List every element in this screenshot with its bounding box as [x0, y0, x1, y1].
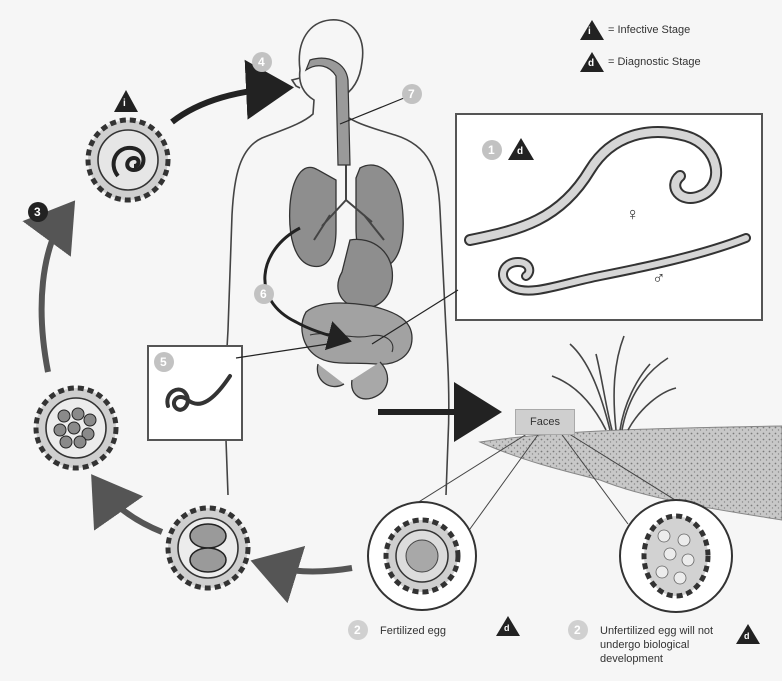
diagnostic-letter-fertilized: d — [504, 623, 510, 633]
diagnostic-letter-unfertilized: d — [744, 631, 750, 641]
legend-diagnostic-symbol: d — [588, 58, 594, 69]
infective-triangle-letter: i — [123, 98, 126, 109]
female-symbol: ♀ — [626, 204, 640, 225]
arrow-cycle-bottom — [262, 564, 352, 571]
diagnostic-letter-worms: d — [517, 146, 523, 157]
legend-diagnostic-label: = Diagnostic Stage — [608, 56, 701, 68]
fertilized-egg-caption: Fertilized egg — [380, 624, 492, 638]
fertilized-egg — [368, 502, 476, 610]
two-cell-egg — [168, 508, 248, 588]
embryonated-egg-infective — [88, 120, 168, 200]
arrow-cycle-left-up — [42, 210, 68, 372]
step3-number: 3 — [34, 205, 41, 219]
step4-number: 4 — [258, 55, 265, 69]
unfertilized-egg-caption: Unfertilized egg will not undergo biolog… — [600, 624, 734, 666]
arrow-egg-to-mouth — [172, 88, 282, 122]
step2b-number: 2 — [574, 623, 581, 637]
step7-number: 7 — [408, 87, 415, 101]
multicell-egg — [36, 388, 116, 468]
arrow-cycle-bottom-left — [98, 484, 162, 532]
legend-infective-triangle-icon — [580, 20, 604, 40]
step7-leader-line — [340, 98, 404, 124]
step6-number: 6 — [260, 287, 267, 301]
male-symbol: ♂ — [652, 268, 666, 289]
faeces-label: Faces — [515, 409, 575, 435]
legend-infective-label: = Infective Stage — [608, 24, 690, 36]
step2a-number: 2 — [354, 623, 361, 637]
legend-infective-symbol: i — [588, 26, 591, 37]
step1-number: 1 — [488, 143, 495, 157]
step5-number: 5 — [160, 355, 167, 369]
unfertilized-egg — [620, 500, 732, 612]
infective-triangle-icon — [114, 90, 138, 112]
